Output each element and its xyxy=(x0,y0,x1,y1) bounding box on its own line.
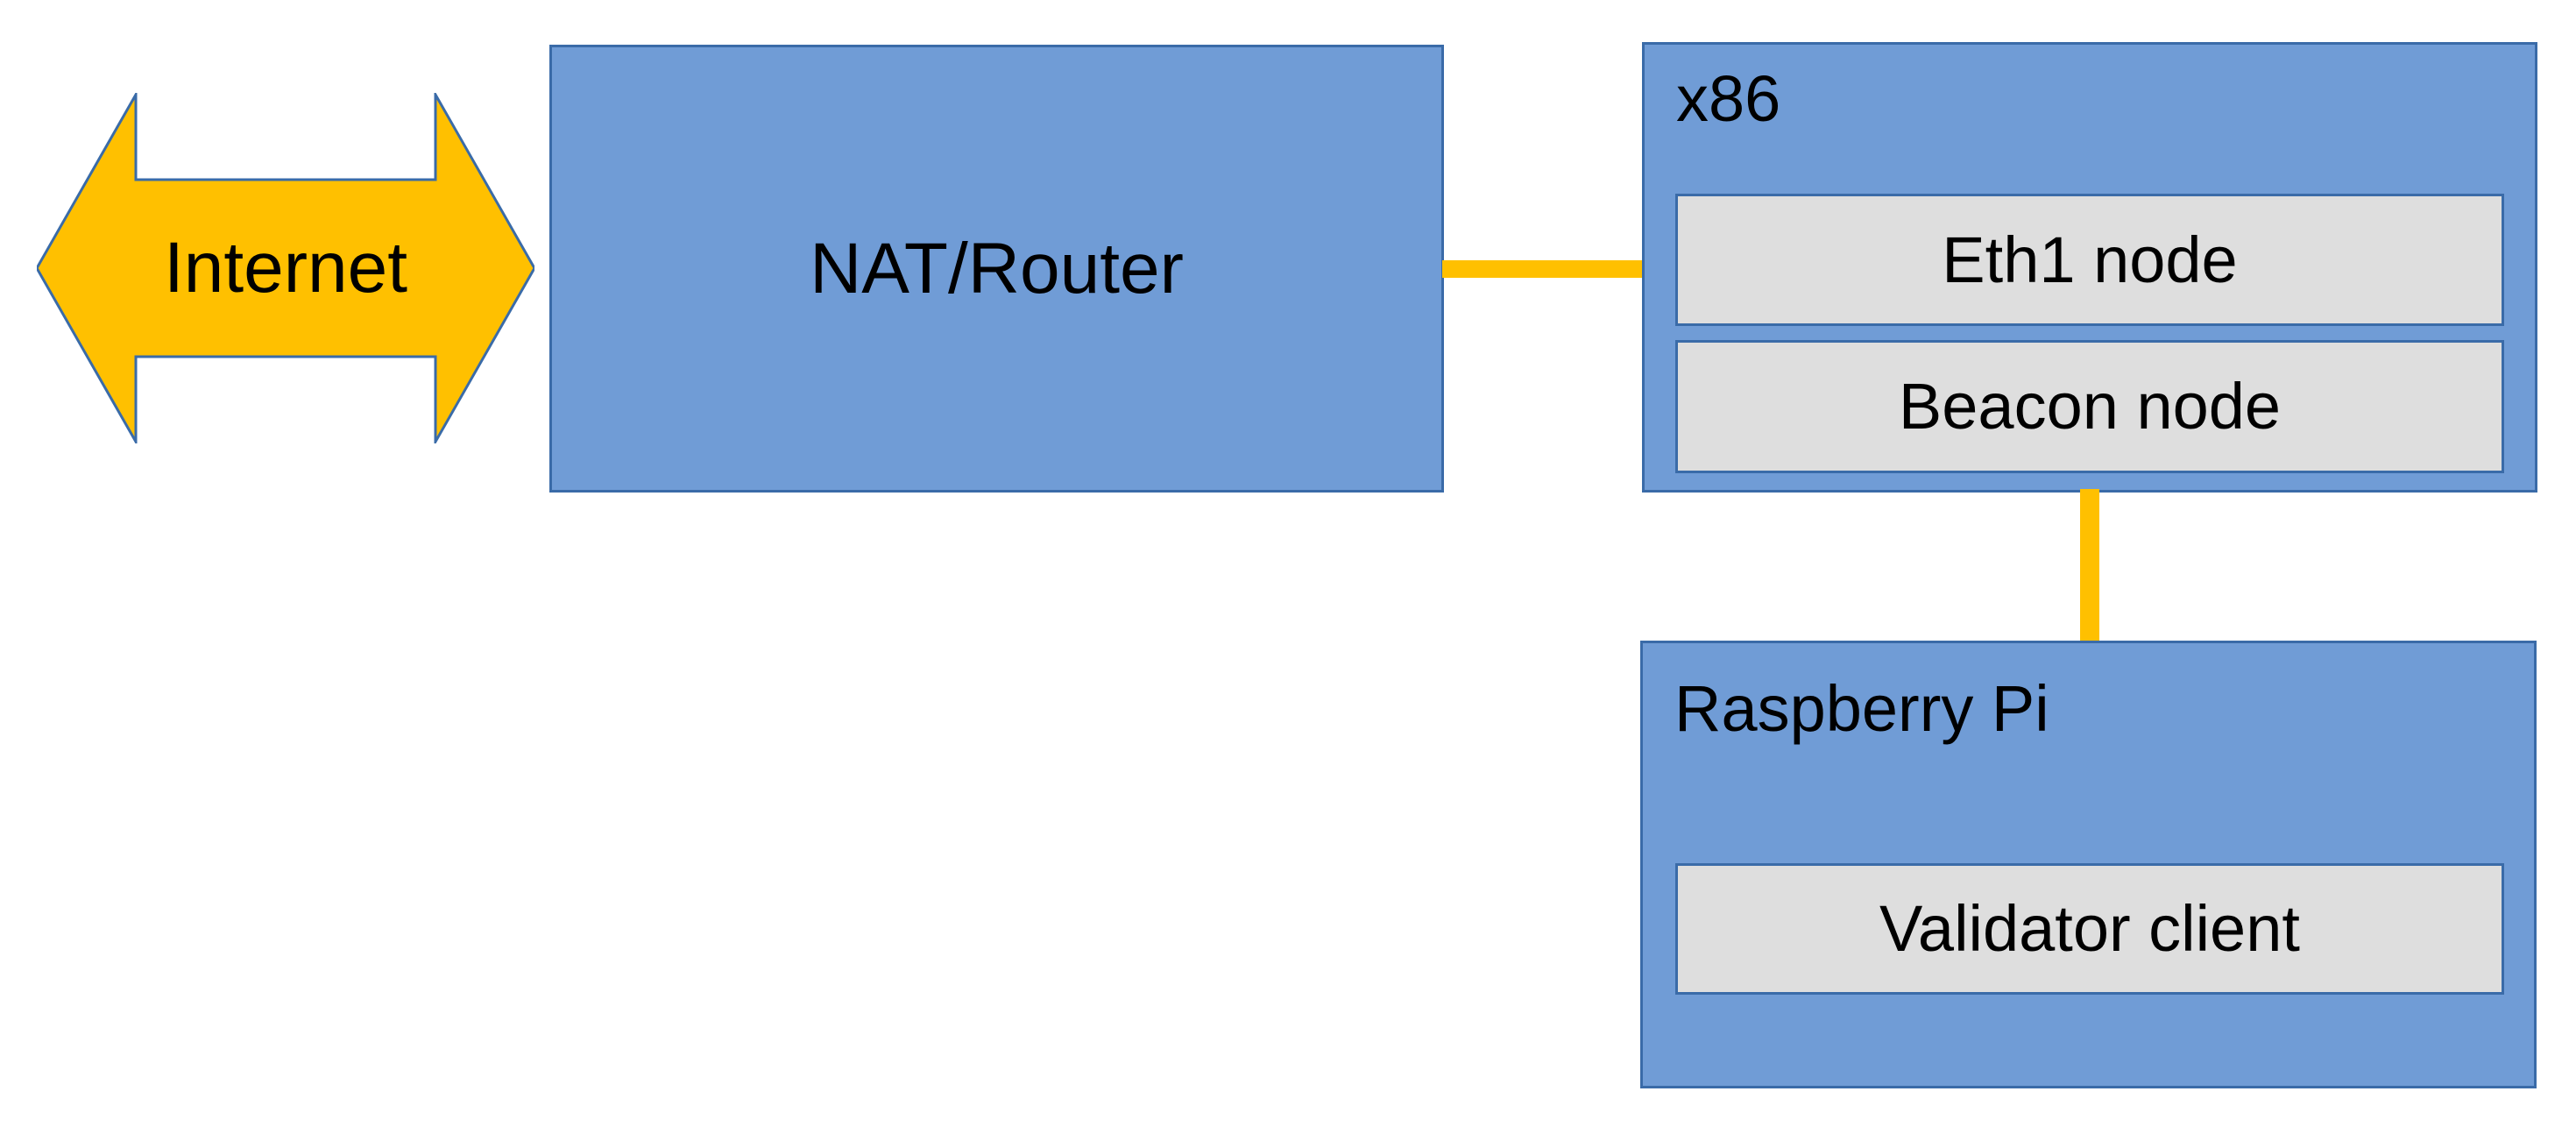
validator-client-label: Validator client xyxy=(1879,892,2300,965)
raspberry-pi-title: Raspberry Pi xyxy=(1674,672,2049,745)
nat-router-box[interactable]: NAT/Router xyxy=(549,45,1444,493)
internet-arrow-shape[interactable]: Internet xyxy=(35,89,536,447)
internet-arrow-polygon xyxy=(35,89,536,447)
eth1-node-box[interactable]: Eth1 node xyxy=(1675,194,2504,326)
beacon-node-box[interactable]: Beacon node xyxy=(1675,340,2504,473)
internet-arrow-svg xyxy=(35,89,536,447)
link-router-to-x86 xyxy=(1442,260,1645,278)
validator-client-box[interactable]: Validator client xyxy=(1675,863,2504,995)
nat-router-label: NAT/Router xyxy=(810,228,1184,308)
link-x86-to-raspberry-pi xyxy=(2080,489,2099,643)
eth1-node-label: Eth1 node xyxy=(1942,223,2238,296)
x86-title: x86 xyxy=(1676,62,1781,135)
beacon-node-label: Beacon node xyxy=(1898,370,2282,443)
